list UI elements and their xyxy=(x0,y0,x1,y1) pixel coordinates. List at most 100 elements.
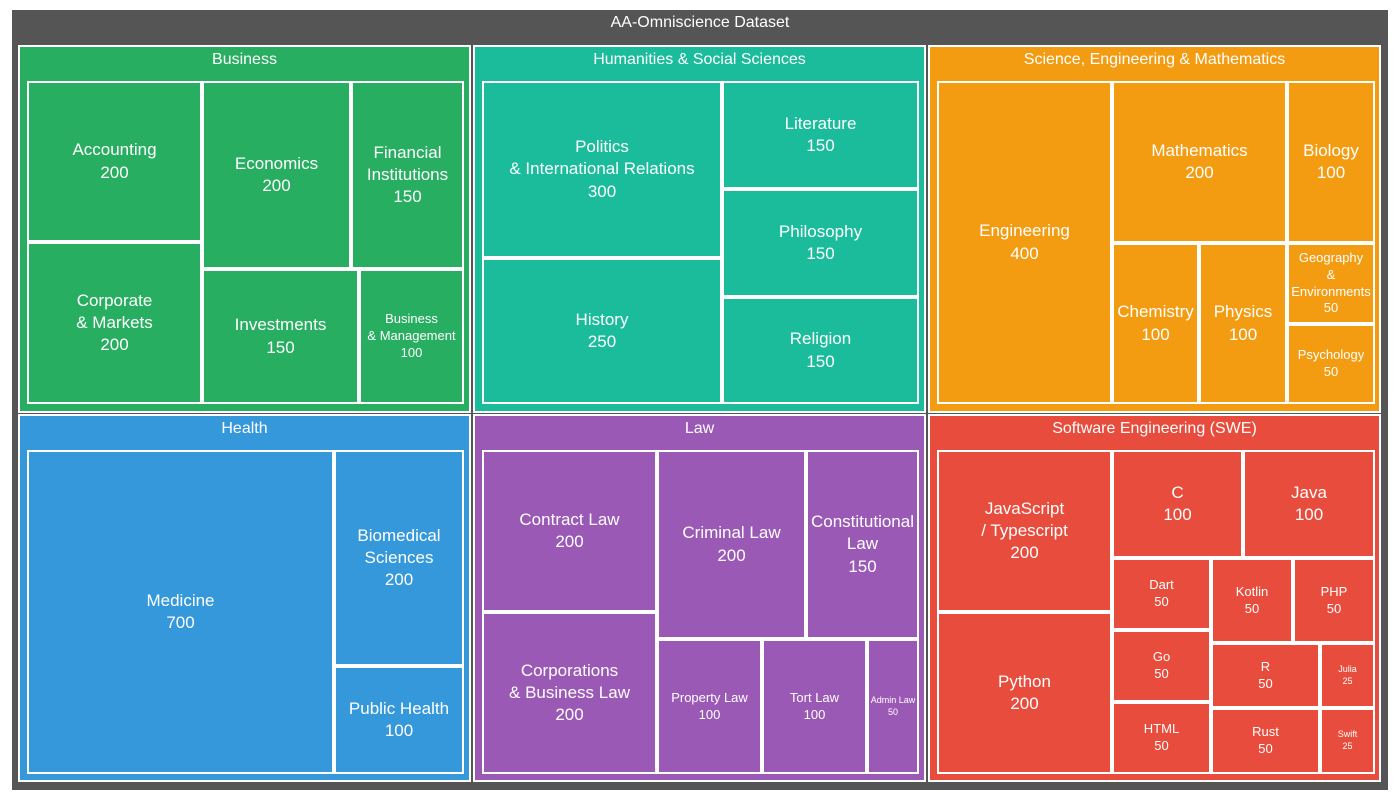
tile-label: Chemistry xyxy=(1117,302,1194,322)
tile-label: Property Law xyxy=(671,689,748,705)
tile-value: 50 xyxy=(1154,666,1169,681)
tile-label: Admin Law xyxy=(870,694,916,705)
tile-philosophy: Philosophy 150 xyxy=(722,189,919,297)
tile-value: 250 xyxy=(587,332,617,351)
tile-value: 200 xyxy=(100,162,129,182)
tile-value: 100 xyxy=(1228,324,1258,344)
tile-value: 200 xyxy=(262,176,291,195)
tile-value: 25 xyxy=(1342,675,1353,686)
tile-label: Medicine xyxy=(146,590,215,610)
tile-value: 150 xyxy=(806,136,835,155)
tile-label: History xyxy=(575,309,629,329)
tile-label: Tort Law xyxy=(789,689,840,705)
tile-label: Literature xyxy=(784,113,857,133)
tile-value: 200 xyxy=(1010,543,1039,563)
tile-value: 200 xyxy=(555,532,584,551)
tile-label: Geography & Environments xyxy=(1291,249,1371,299)
tile-label: Mathematics xyxy=(1151,140,1248,160)
tile-value: 150 xyxy=(266,337,295,357)
tile-label: Rust xyxy=(1252,724,1279,740)
tile-label: Public Health xyxy=(348,698,450,718)
tile-value: 50 xyxy=(1323,364,1339,379)
tile-label: Dart xyxy=(1149,577,1174,593)
tile-value: 200 xyxy=(384,570,414,590)
tile-value: 150 xyxy=(806,244,835,263)
tile-value: 400 xyxy=(1010,243,1039,263)
group-title: Software Engineering (SWE) xyxy=(1052,420,1257,437)
tile-label: Julia xyxy=(1338,663,1357,674)
tile-label: Python xyxy=(998,671,1051,691)
tile-label: Accounting xyxy=(72,140,157,160)
tile-value: 150 xyxy=(848,556,877,576)
tile-biology: Biology 100 xyxy=(1287,81,1375,243)
tile-value: 100 xyxy=(803,706,826,722)
tile-value: 200 xyxy=(1010,694,1039,713)
tile-label: Biology xyxy=(1303,140,1359,160)
tile-label: C xyxy=(1171,482,1184,502)
tile-label: Physics xyxy=(1213,302,1273,322)
tile-label: Business & Management xyxy=(367,311,456,344)
tile-label: Criminal Law xyxy=(682,523,781,543)
tile-value: 300 xyxy=(587,181,617,201)
tile-value: 200 xyxy=(717,545,746,565)
tile-label: Psychology xyxy=(1297,347,1365,363)
tile-label: Philosophy xyxy=(778,221,863,241)
tile-biomedical-sciences: Biomedical Sciences 200 xyxy=(334,450,464,666)
tile-c: C 100 xyxy=(1112,450,1243,558)
tile-medicine: Medicine 700 xyxy=(27,450,334,774)
tile-value: 100 xyxy=(384,721,414,740)
tile-value: 100 xyxy=(400,344,423,360)
tile-label: Swift xyxy=(1337,729,1358,740)
tile-label: Java xyxy=(1291,482,1327,502)
tile-value: 100 xyxy=(1163,505,1192,524)
tile-value: 50 xyxy=(1323,300,1339,316)
tile-public-health: Public Health 100 xyxy=(334,666,464,774)
tile-label: Corporations & Business Law xyxy=(509,660,630,702)
tile-value: 150 xyxy=(806,351,835,371)
tile-value: 50 xyxy=(1258,675,1273,691)
tile-value: 700 xyxy=(166,613,195,632)
tile-label: Go xyxy=(1152,649,1171,665)
tile-value: 100 xyxy=(1141,324,1170,344)
tile-label: Religion xyxy=(789,329,852,349)
tile-economics: Economics 200 xyxy=(202,81,351,269)
group-title: Business xyxy=(212,51,277,68)
tile-label: Biomedical Sciences xyxy=(357,525,441,567)
tile-label: Financial Institutions xyxy=(366,142,449,184)
group-title: Health xyxy=(221,420,268,437)
tile-value: 50 xyxy=(1326,600,1342,616)
group-title: Humanities & Social Sciences xyxy=(593,51,806,68)
tile-value: 100 xyxy=(698,706,721,722)
tile-value: 100 xyxy=(1316,163,1346,182)
group-title: Science, Engineering & Mathematics xyxy=(1023,51,1286,68)
tile-label: Economics xyxy=(234,153,319,173)
tile-label: PHP xyxy=(1320,583,1348,599)
tile-label: Investments xyxy=(234,315,327,335)
tile-literature: Literature 150 xyxy=(722,81,919,189)
